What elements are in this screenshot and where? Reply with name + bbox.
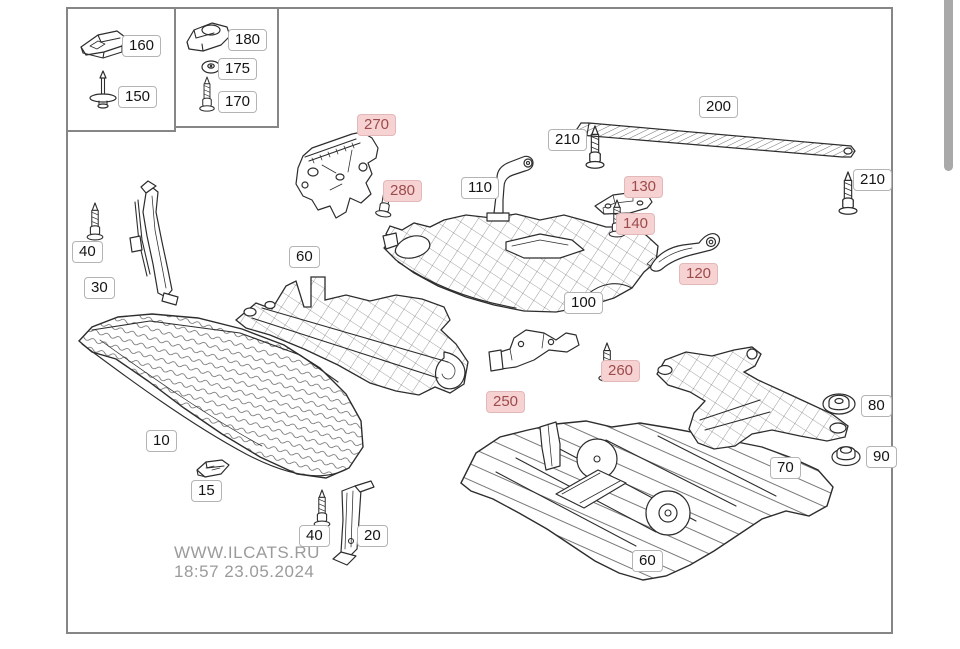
part-label-10[interactable]: 10 — [146, 430, 177, 452]
part-label-40[interactable]: 40 — [72, 241, 103, 263]
part-label-15[interactable]: 15 — [191, 480, 222, 502]
inset-box-clips-left — [66, 7, 176, 132]
part-label-110[interactable]: 110 — [461, 177, 499, 199]
diagram-frame — [66, 7, 893, 634]
watermark: WWW.ILCATS.RU 18:57 23.05.2024 — [174, 543, 320, 581]
part-label-80[interactable]: 80 — [861, 395, 892, 417]
part-label-130[interactable]: 130 — [624, 176, 664, 198]
part-label-20[interactable]: 20 — [357, 525, 388, 547]
part-label-140[interactable]: 140 — [616, 213, 656, 235]
part-label-90[interactable]: 90 — [866, 446, 897, 468]
part-label-180[interactable]: 180 — [228, 29, 268, 51]
vertical-scrollbar-thumb[interactable] — [944, 0, 953, 171]
part-label-120[interactable]: 120 — [679, 263, 719, 285]
watermark-site: WWW.ILCATS.RU — [174, 543, 320, 562]
part-label-60[interactable]: 60 — [632, 550, 663, 572]
part-label-280[interactable]: 280 — [383, 180, 423, 202]
part-label-60[interactable]: 60 — [289, 246, 320, 268]
part-label-30[interactable]: 30 — [84, 277, 115, 299]
part-label-160[interactable]: 160 — [122, 35, 162, 57]
part-label-200[interactable]: 200 — [699, 96, 739, 118]
part-label-260[interactable]: 260 — [601, 360, 641, 382]
part-label-40[interactable]: 40 — [299, 525, 330, 547]
part-label-150[interactable]: 150 — [118, 86, 158, 108]
watermark-datetime: 18:57 23.05.2024 — [174, 562, 315, 581]
part-label-70[interactable]: 70 — [770, 457, 801, 479]
part-label-100[interactable]: 100 — [564, 292, 604, 314]
part-label-250[interactable]: 250 — [486, 391, 526, 413]
part-label-210[interactable]: 210 — [853, 169, 893, 191]
inset-box-clips-right — [174, 7, 279, 128]
part-label-170[interactable]: 170 — [218, 91, 258, 113]
part-label-175[interactable]: 175 — [218, 58, 258, 80]
part-label-270[interactable]: 270 — [357, 114, 397, 136]
part-label-210[interactable]: 210 — [548, 129, 588, 151]
